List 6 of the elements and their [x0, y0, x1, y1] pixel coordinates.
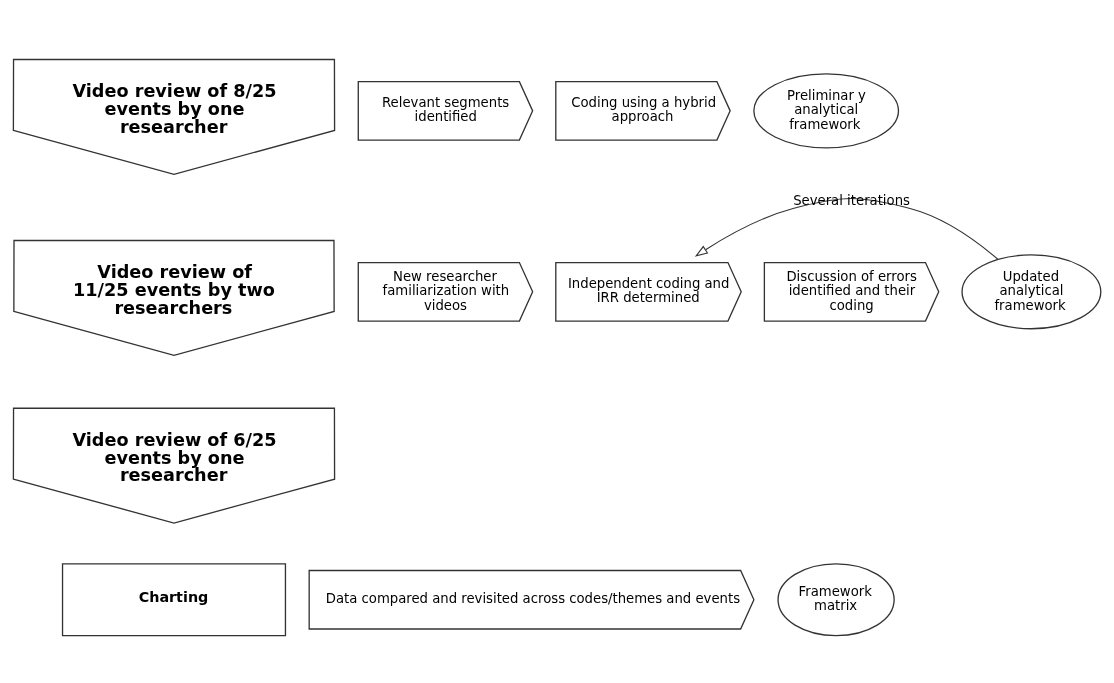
node-ellipse: Preliminar y analytical framework [753, 73, 900, 149]
node-ellipse: Framework matrix [777, 563, 895, 637]
node-box: Charting [61, 563, 287, 637]
edge-label: Several iterations [793, 192, 910, 208]
node-ellipse: Updated analytical framework [961, 254, 1102, 330]
arrow [694, 198, 999, 260]
